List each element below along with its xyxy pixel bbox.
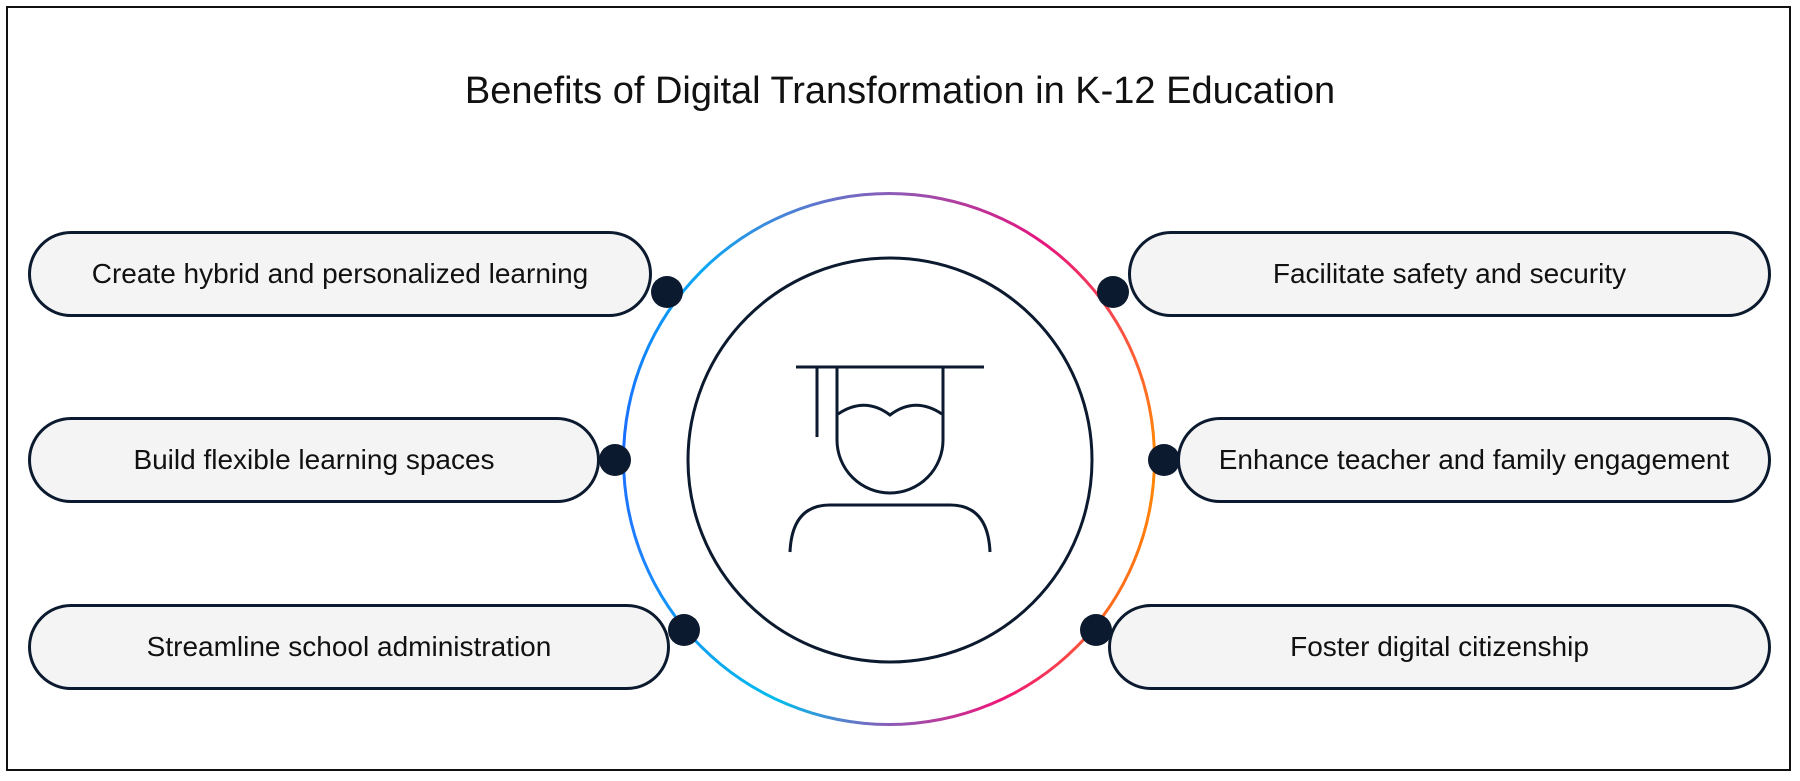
benefit-label: Build flexible learning spaces <box>133 444 495 475</box>
inner-circle <box>686 256 1094 664</box>
connector-dot <box>1080 614 1112 646</box>
connector-dot <box>651 276 683 308</box>
gradient-outer-ring <box>622 192 1156 726</box>
connector-dot <box>668 614 700 646</box>
benefit-label: Facilitate safety and security <box>1272 258 1627 289</box>
diagram-title: Benefits of Digital Transformation in K-… <box>464 70 1336 112</box>
diagram-frame <box>6 6 1791 771</box>
benefit-label: Enhance teacher and family engagement <box>1218 444 1730 475</box>
benefit-pill-digital-citizenship: Foster digital citizenship <box>1108 604 1771 690</box>
benefit-label: Create hybrid and personalized learning <box>91 258 589 289</box>
benefit-label: Foster digital citizenship <box>1290 631 1589 662</box>
benefit-pill-school-administration: Streamline school administration <box>28 604 670 690</box>
benefit-pill-flexible-spaces: Build flexible learning spaces <box>28 417 600 503</box>
benefit-pill-hybrid-learning: Create hybrid and personalized learning <box>28 231 652 317</box>
benefit-pill-teacher-family-engagement: Enhance teacher and family engagement <box>1177 417 1771 503</box>
benefit-label: Streamline school administration <box>146 631 552 662</box>
connector-dot <box>1148 444 1180 476</box>
connector-dot <box>1097 276 1129 308</box>
connector-dot <box>599 444 631 476</box>
benefit-pill-safety-security: Facilitate safety and security <box>1128 231 1771 317</box>
